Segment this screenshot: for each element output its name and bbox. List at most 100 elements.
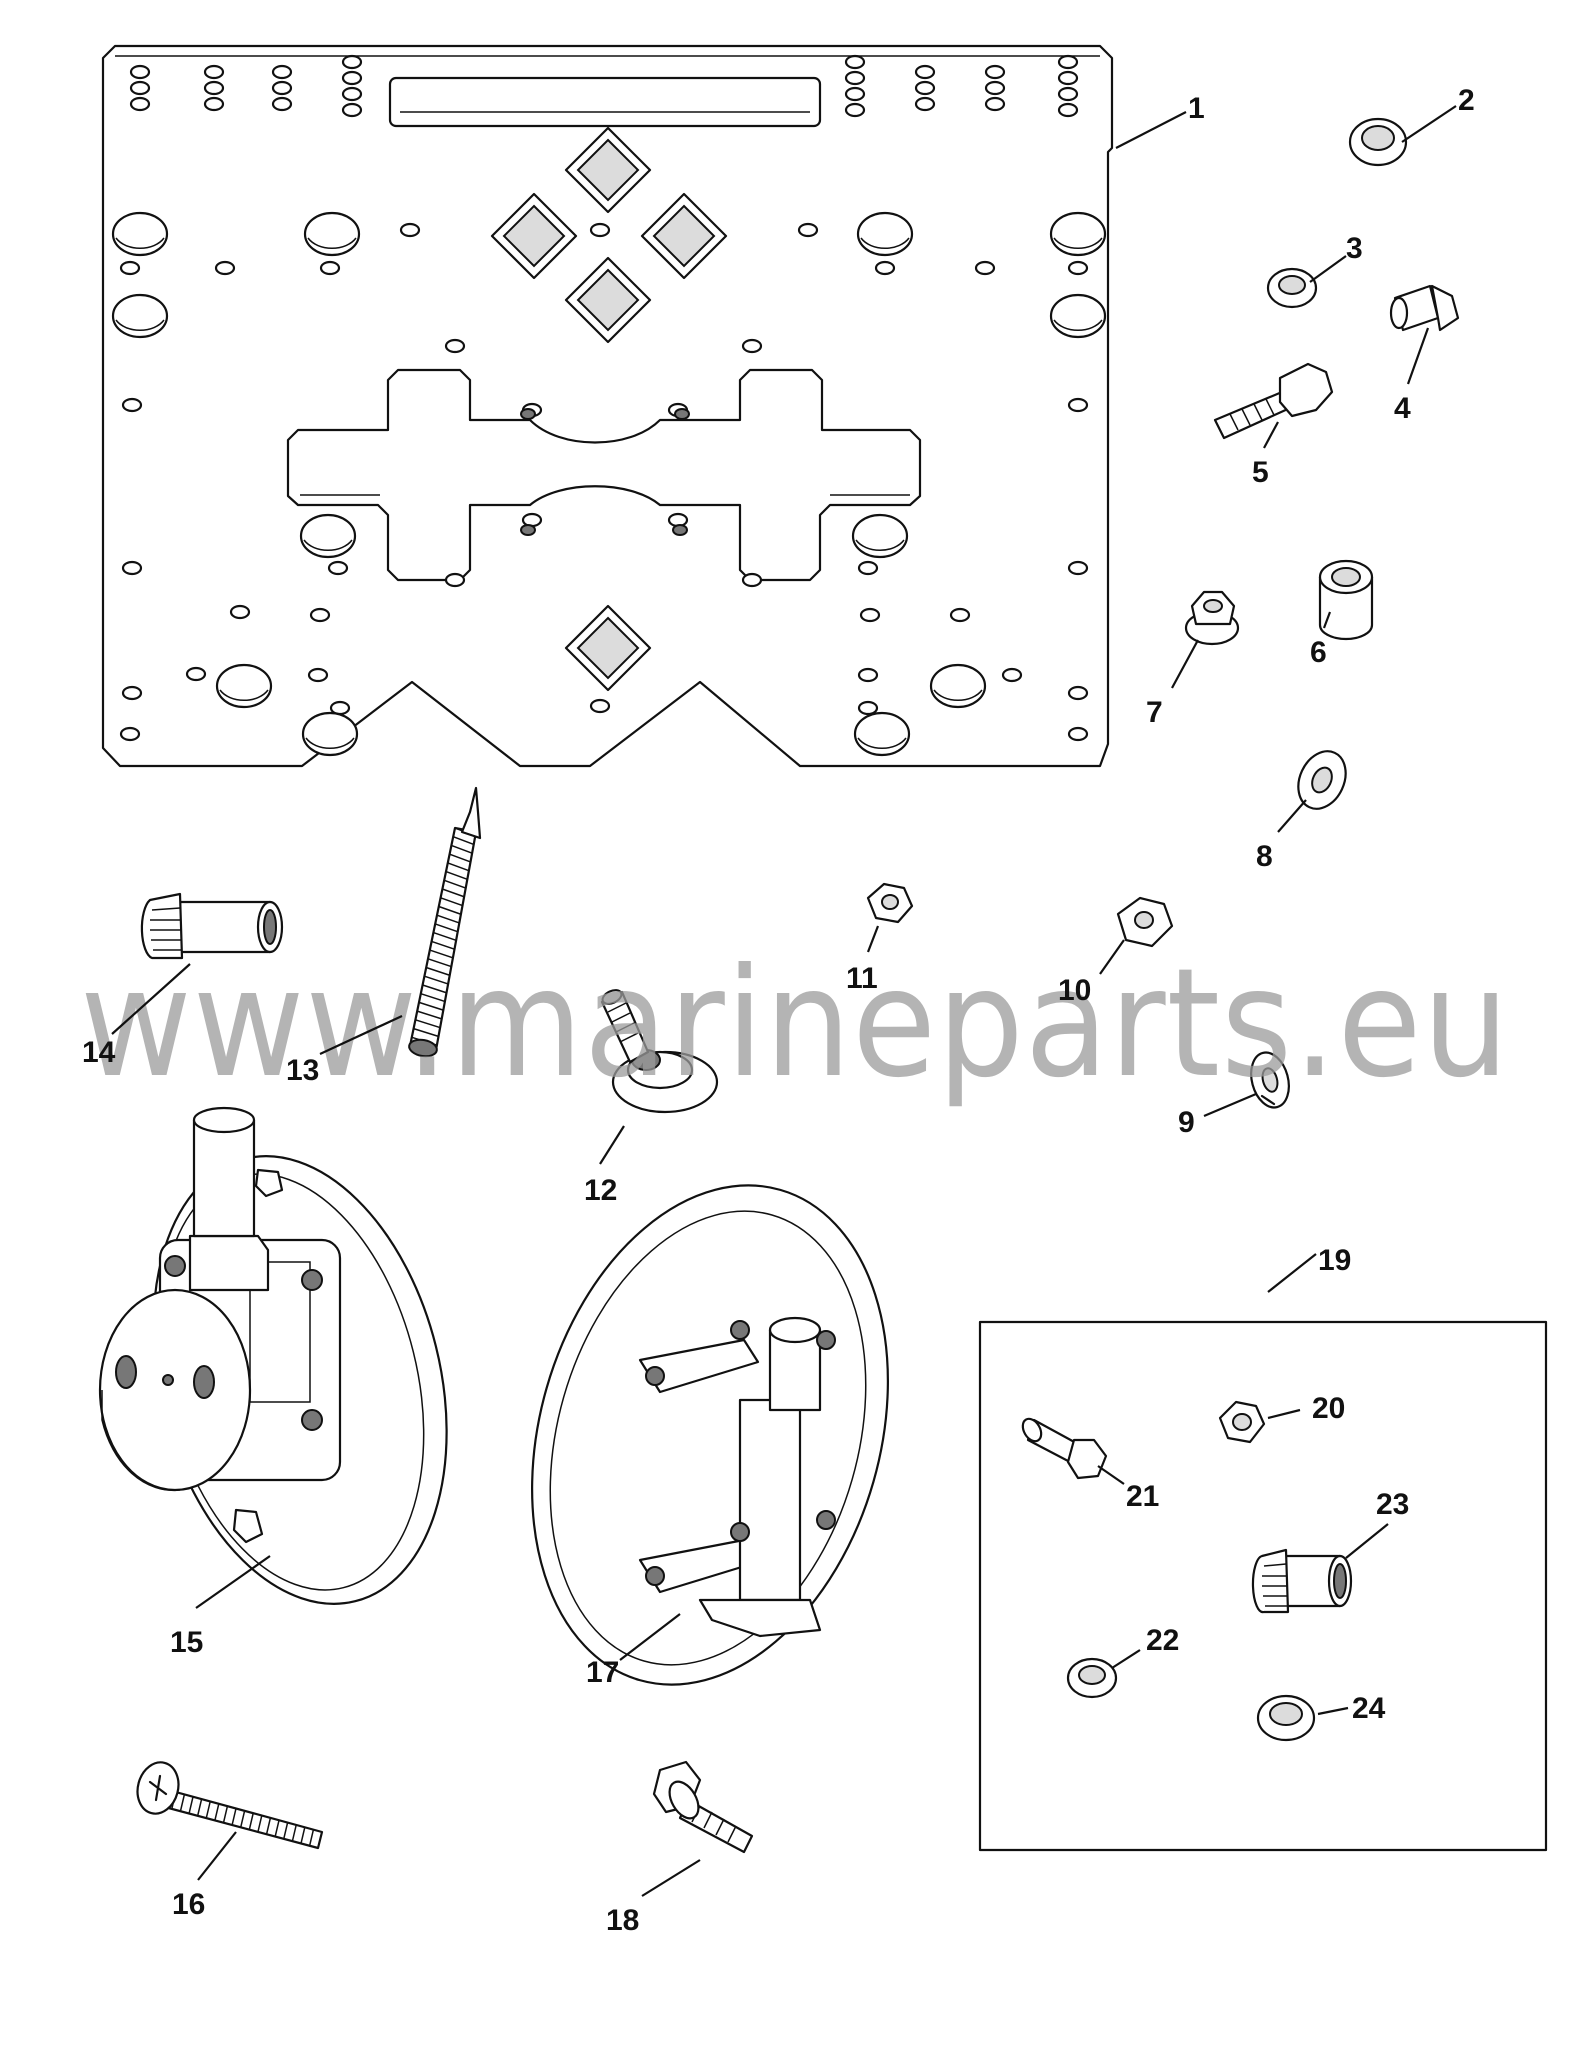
plate-hole bbox=[121, 397, 143, 413]
plate-hole-large bbox=[853, 711, 911, 757]
screw-16 bbox=[136, 1761, 324, 1850]
plate-hole-shadow bbox=[860, 237, 910, 250]
plate-hole bbox=[521, 512, 543, 528]
plate-diamond-face bbox=[652, 204, 716, 268]
plate-hole bbox=[203, 64, 225, 80]
plate-hole bbox=[307, 667, 329, 683]
plate-pin-hole bbox=[672, 524, 688, 536]
plate-hole bbox=[129, 80, 151, 96]
callout-numbers: 1 2 3 4 5 6 7 8 9 10 11 12 13 14 15 16 1… bbox=[82, 84, 1475, 1937]
plate-hole bbox=[974, 260, 996, 276]
plate-hole-shadow bbox=[307, 237, 357, 250]
plate-hole bbox=[857, 700, 879, 716]
plate-hole bbox=[857, 667, 879, 683]
plate-hole bbox=[341, 102, 363, 118]
washer-3 bbox=[1266, 267, 1318, 309]
callout-22: 22 bbox=[1146, 1624, 1179, 1657]
plate-hole bbox=[341, 70, 363, 86]
plate-pin-hole bbox=[520, 408, 536, 420]
plate-hole bbox=[589, 222, 611, 238]
washer-24 bbox=[1256, 1694, 1316, 1742]
plate-hole-shadow bbox=[115, 319, 165, 332]
plate-hole-large bbox=[856, 211, 914, 257]
plate-hole bbox=[341, 54, 363, 70]
plate-hole bbox=[309, 607, 331, 623]
plate-hole-shadow bbox=[305, 737, 355, 750]
callout-2: 2 bbox=[1458, 84, 1475, 117]
plate-hole bbox=[984, 64, 1006, 80]
callout-7: 7 bbox=[1146, 696, 1163, 729]
plate-hole bbox=[1001, 667, 1023, 683]
plate-diamond-face bbox=[576, 268, 640, 332]
plate-hole bbox=[271, 96, 293, 112]
plate-hole bbox=[203, 80, 225, 96]
plate-hole bbox=[1057, 102, 1079, 118]
plate-hole bbox=[121, 560, 143, 576]
plate-hole bbox=[914, 96, 936, 112]
callout-14: 14 bbox=[82, 1036, 116, 1069]
plate-hole bbox=[984, 80, 1006, 96]
plate-hole-shadow bbox=[855, 539, 905, 552]
hex-bolt-21 bbox=[1021, 1417, 1108, 1480]
plate-hole-shadow bbox=[857, 737, 907, 750]
plate-diamond-face bbox=[502, 204, 566, 268]
plate-hole-large bbox=[1049, 293, 1107, 339]
callout-16: 16 bbox=[172, 1888, 205, 1921]
plate-hole bbox=[844, 102, 866, 118]
plate-hole bbox=[119, 260, 141, 276]
plate-hole bbox=[229, 604, 251, 620]
plate-hole bbox=[1067, 260, 1089, 276]
plate-hole bbox=[203, 96, 225, 112]
callout-18: 18 bbox=[606, 1904, 639, 1937]
plate-hole-shadow bbox=[1053, 237, 1103, 250]
plate-hole bbox=[1057, 70, 1079, 86]
watermark-text: www.marineparts.eu bbox=[80, 937, 1510, 1111]
plate-hole bbox=[341, 86, 363, 102]
plate-hole-shadow bbox=[933, 689, 983, 702]
flange-bolt-18 bbox=[652, 1760, 754, 1854]
callout-9: 9 bbox=[1178, 1106, 1195, 1139]
plate-hole bbox=[859, 607, 881, 623]
washer-2 bbox=[1348, 117, 1408, 167]
plate-hole bbox=[319, 260, 341, 276]
callout-13: 13 bbox=[286, 1054, 319, 1087]
plate-hole bbox=[1057, 54, 1079, 70]
plate-hole bbox=[444, 338, 466, 354]
plate-hole bbox=[741, 338, 763, 354]
plate-hole-large bbox=[1049, 211, 1107, 257]
plate-hole bbox=[914, 64, 936, 80]
callout-23: 23 bbox=[1376, 1488, 1409, 1521]
threaded-spike-13 bbox=[408, 786, 482, 1058]
plate-hole-large bbox=[303, 211, 361, 257]
mounting-bracket-17 bbox=[531, 1184, 889, 1686]
plate-hole bbox=[984, 96, 1006, 112]
plate-hole bbox=[121, 685, 143, 701]
plate-hole-large bbox=[301, 711, 359, 757]
hex-bolt-4 bbox=[1389, 284, 1460, 332]
plate-hole bbox=[327, 560, 349, 576]
callout-10: 10 bbox=[1058, 974, 1091, 1007]
plate-hole bbox=[119, 726, 141, 742]
callout-24: 24 bbox=[1352, 1692, 1386, 1725]
plate-hole bbox=[129, 64, 151, 80]
nut-11 bbox=[866, 882, 914, 924]
plate-hole bbox=[914, 80, 936, 96]
callout-15: 15 bbox=[170, 1626, 203, 1659]
callout-11: 11 bbox=[846, 962, 878, 995]
plate-hole-large bbox=[111, 293, 169, 339]
plate-hole bbox=[844, 54, 866, 70]
nut-20 bbox=[1218, 1400, 1266, 1444]
plate-hole bbox=[129, 96, 151, 112]
callout-20: 20 bbox=[1312, 1392, 1345, 1425]
mount-stud-12 bbox=[600, 989, 719, 1114]
callout-3: 3 bbox=[1346, 232, 1363, 265]
plate-hole bbox=[844, 86, 866, 102]
plate-hole bbox=[1067, 726, 1089, 742]
plate-hole-shadow bbox=[1053, 319, 1103, 332]
callout-5: 5 bbox=[1252, 456, 1269, 489]
plate-hole bbox=[589, 698, 611, 714]
plate-hole-large bbox=[851, 513, 909, 559]
leader-lines bbox=[111, 105, 1457, 1897]
plate-hole bbox=[1067, 560, 1089, 576]
ferrule-14 bbox=[140, 892, 284, 960]
